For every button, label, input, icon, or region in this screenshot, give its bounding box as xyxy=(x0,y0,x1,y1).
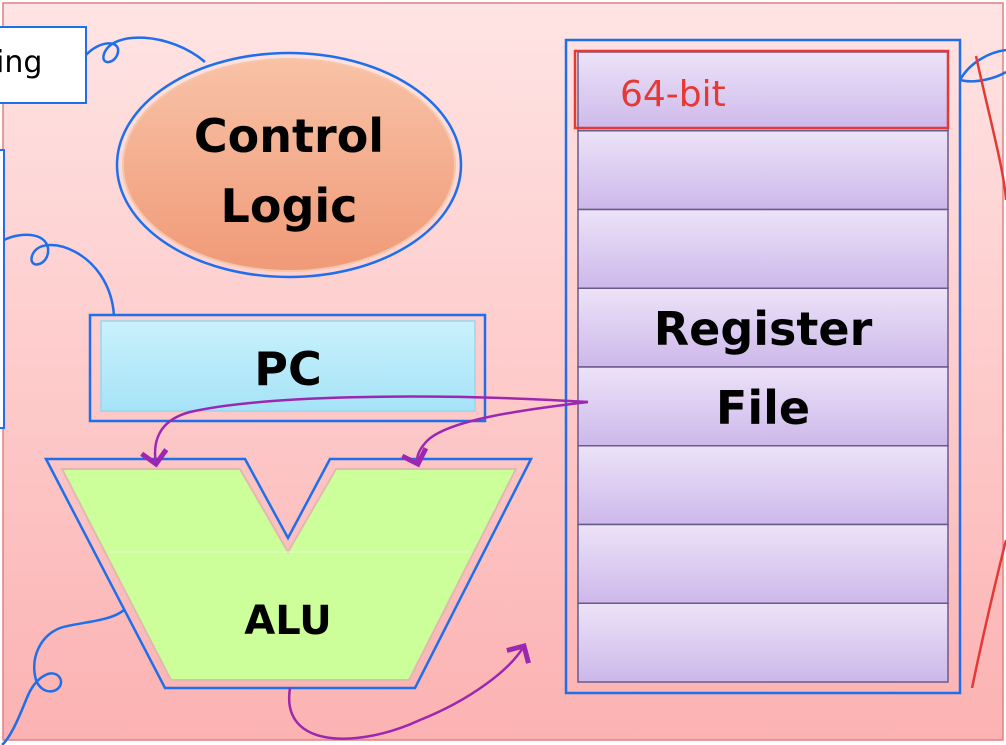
partial-box-top-left xyxy=(0,26,87,104)
pc-outline xyxy=(88,313,487,423)
register-row xyxy=(577,208,949,289)
register-row xyxy=(577,130,949,211)
register-64bit-annotation: 64-bit xyxy=(620,74,726,115)
alu xyxy=(60,468,518,681)
control-logic xyxy=(122,58,456,272)
arrow-regfile-to-alu-left xyxy=(140,395,589,468)
control-logic-outline xyxy=(115,51,463,279)
pc-label: PC xyxy=(254,342,321,396)
connector-curve-top xyxy=(85,36,206,64)
register-row xyxy=(577,602,949,683)
alu-label: ALU xyxy=(244,598,332,644)
register-file-label-line2: File xyxy=(716,381,810,435)
connector-curve-right xyxy=(958,48,1006,83)
partial-box-label: ing xyxy=(0,45,42,80)
register-file-rows xyxy=(577,51,949,683)
arrow-alu-to-regfile xyxy=(287,642,531,740)
register-row xyxy=(577,523,949,604)
register-file-outline xyxy=(564,38,962,695)
connector-curve-middle xyxy=(3,233,116,317)
register-row xyxy=(577,366,949,447)
register-64bit-highlight xyxy=(573,49,950,130)
partial-box-left xyxy=(0,149,5,429)
control-logic-label-line2: Logic xyxy=(221,179,358,233)
connector-curve-bottom xyxy=(1,609,125,745)
annotation-red-line xyxy=(970,55,1006,689)
alu-outline xyxy=(43,457,534,690)
control-logic-label-line1: Control xyxy=(194,109,384,163)
arrow-regfile-to-alu-right xyxy=(401,400,589,468)
register-row xyxy=(577,445,949,526)
register-file-label-line1: Register xyxy=(654,302,873,356)
register-row xyxy=(577,287,949,368)
